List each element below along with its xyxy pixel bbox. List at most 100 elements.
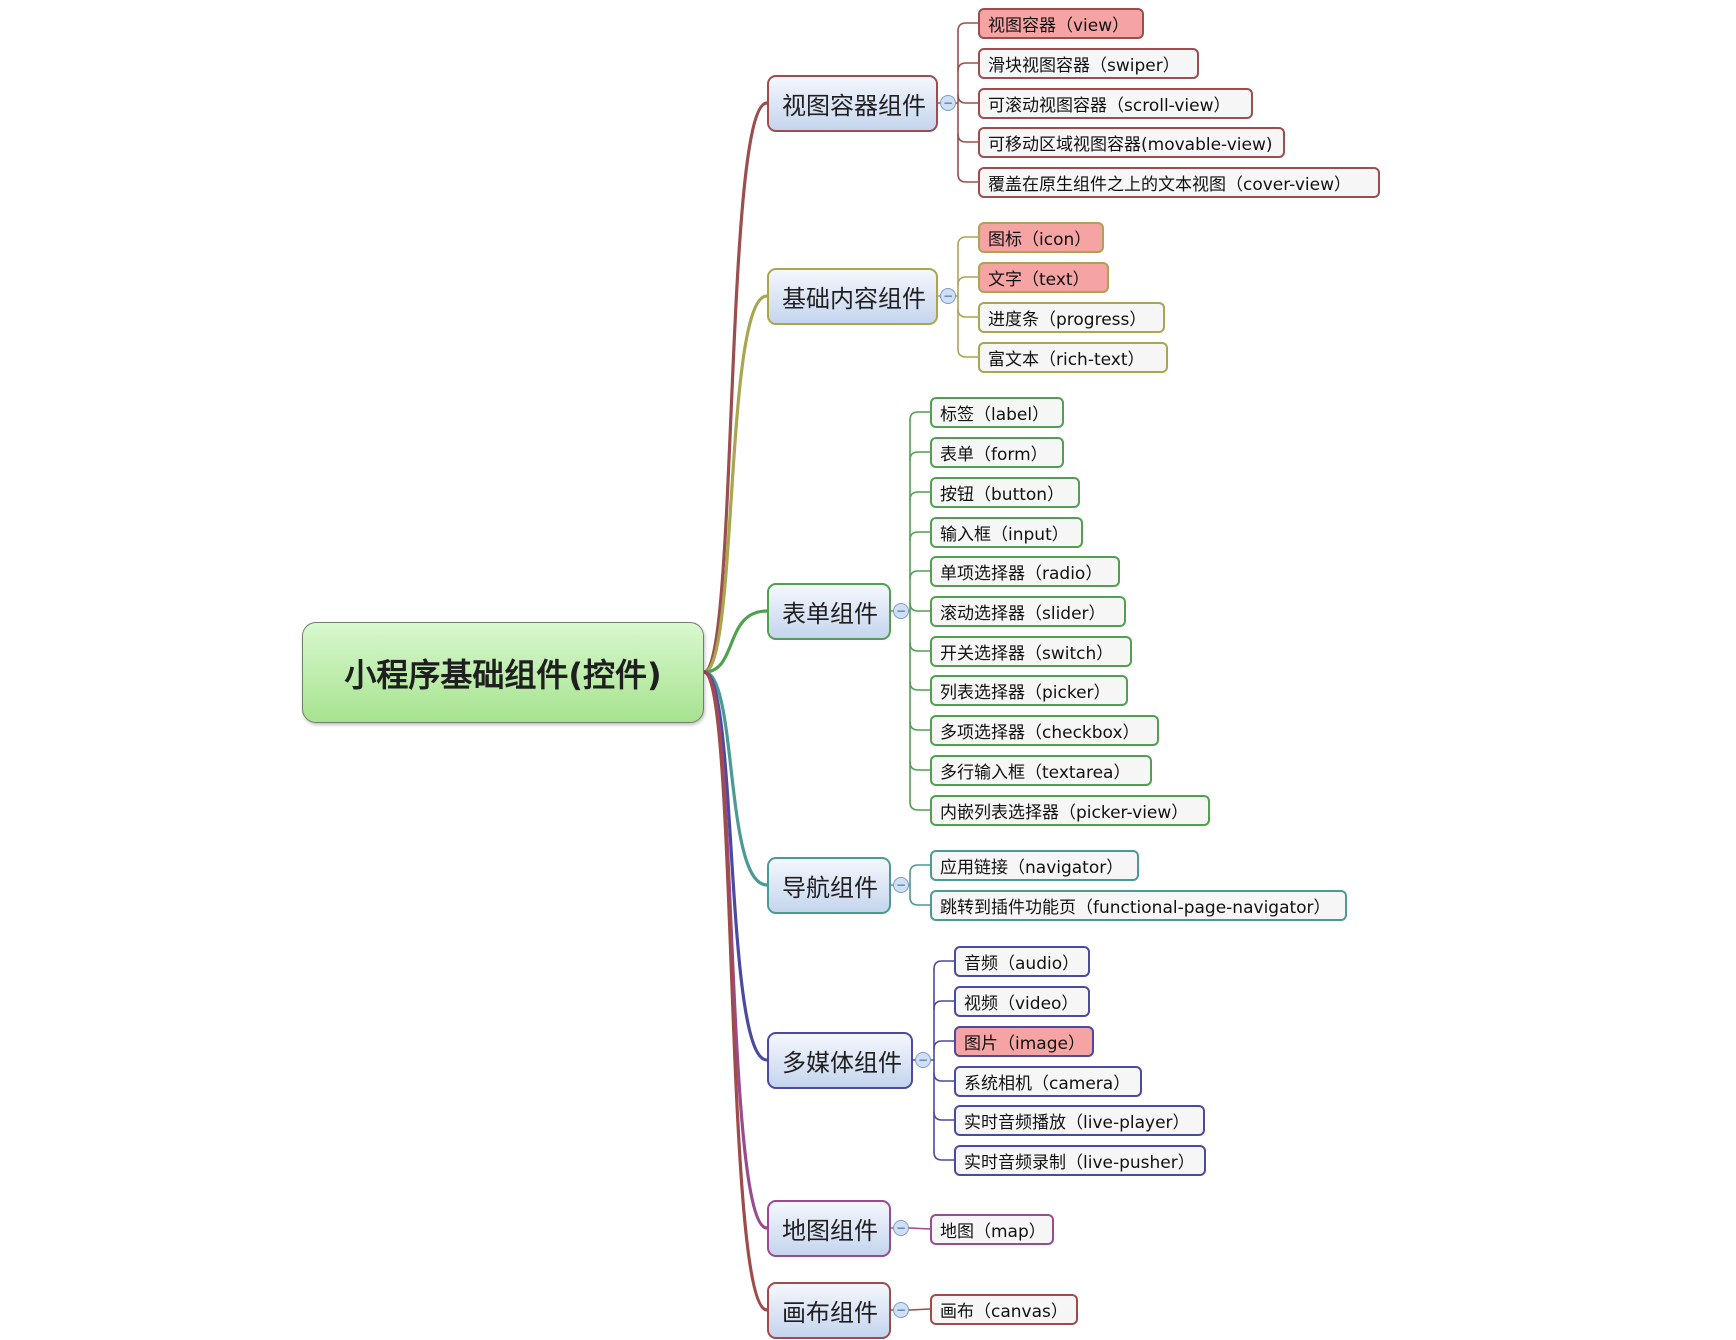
leaf-node[interactable]: 跳转到插件功能页（functional-page-navigator） xyxy=(930,890,1347,921)
leaf-node-label: 多行输入框（textarea） xyxy=(940,763,1131,783)
branch-node[interactable]: 地图组件 xyxy=(767,1200,891,1257)
branch-node-label: 画布组件 xyxy=(782,1299,878,1327)
leaf-node[interactable]: 画布（canvas） xyxy=(930,1294,1078,1325)
leaf-node-label: 图标（icon） xyxy=(988,230,1092,250)
leaf-node[interactable]: 可移动区域视图容器(movable-view) xyxy=(978,127,1285,158)
branch-node-label: 视图容器组件 xyxy=(782,92,926,120)
leaf-node[interactable]: 音频（audio） xyxy=(954,946,1090,977)
leaf-node-label: 单项选择器（radio） xyxy=(940,564,1103,584)
root-branch-connector xyxy=(702,670,769,1312)
leaf-connector xyxy=(909,801,931,811)
leaf-node-label: 可移动区域视图容器(movable-view) xyxy=(988,135,1273,155)
leaf-node[interactable]: 实时音频播放（live-player） xyxy=(954,1105,1205,1136)
leaf-connector xyxy=(957,236,979,246)
leaf-node[interactable]: 地图（map） xyxy=(930,1214,1054,1245)
leaf-node-label: 画布（canvas） xyxy=(940,1302,1068,1322)
leaf-connector xyxy=(957,22,979,32)
root-branch-connector xyxy=(702,101,769,674)
collapse-toggle-icon[interactable]: − xyxy=(893,1220,909,1236)
leaf-connector xyxy=(909,411,931,421)
leaf-node-label: 多项选择器（checkbox） xyxy=(940,723,1140,743)
root-node[interactable]: 小程序基础组件(控件) xyxy=(302,622,704,723)
leaf-node[interactable]: 表单（form） xyxy=(930,437,1064,468)
leaf-node[interactable]: 实时音频录制（live-pusher） xyxy=(954,1145,1206,1176)
leaf-connector xyxy=(909,451,931,461)
branch-node[interactable]: 画布组件 xyxy=(767,1282,891,1339)
collapse-toggle-icon[interactable]: − xyxy=(893,603,909,619)
leaf-node[interactable]: 富文本（rich-text） xyxy=(978,342,1168,373)
leaf-node-label: 滑块视图容器（swiper） xyxy=(988,56,1180,76)
leaf-node-label: 跳转到插件功能页（functional-page-navigator） xyxy=(940,898,1331,918)
leaf-connector xyxy=(957,62,979,72)
leaf-node[interactable]: 图标（icon） xyxy=(978,222,1104,253)
leaf-connector xyxy=(957,308,979,318)
leaf-node-label: 地图（map） xyxy=(940,1222,1046,1242)
leaf-connector xyxy=(957,94,979,104)
leaf-node[interactable]: 进度条（progress） xyxy=(978,302,1165,333)
leaf-node[interactable]: 视图容器（view） xyxy=(978,8,1144,39)
leaf-connector xyxy=(909,681,931,691)
leaf-node[interactable]: 视频（video） xyxy=(954,986,1090,1017)
leaf-node[interactable]: 滚动选择器（slider） xyxy=(930,596,1126,627)
leaf-connector xyxy=(933,1111,955,1121)
leaf-node[interactable]: 开关选择器（switch） xyxy=(930,636,1132,667)
leaf-connector xyxy=(909,896,931,906)
leaf-connector xyxy=(957,276,979,286)
branch-node-label: 导航组件 xyxy=(782,874,878,902)
leaf-node-label: 音频（audio） xyxy=(964,954,1080,974)
branch-node[interactable]: 基础内容组件 xyxy=(767,268,938,325)
branch-node[interactable]: 表单组件 xyxy=(767,583,891,640)
leaf-node[interactable]: 多项选择器（checkbox） xyxy=(930,715,1159,746)
leaf-connector xyxy=(933,1151,955,1161)
leaf-connector xyxy=(957,133,979,143)
branch-node-label: 地图组件 xyxy=(782,1217,878,1245)
root-branch-connector xyxy=(702,670,769,887)
leaf-node[interactable]: 标签（label） xyxy=(930,397,1064,428)
leaf-node[interactable]: 覆盖在原生组件之上的文本视图（cover-view） xyxy=(978,167,1380,198)
leaf-connector xyxy=(909,642,931,652)
leaf-connector xyxy=(909,761,931,771)
collapse-toggle-icon[interactable]: − xyxy=(940,288,956,304)
branch-node[interactable]: 导航组件 xyxy=(767,857,891,914)
leaf-node[interactable]: 滑块视图容器（swiper） xyxy=(978,48,1199,79)
leaf-node-label: 覆盖在原生组件之上的文本视图（cover-view） xyxy=(988,175,1351,195)
leaf-node-label: 滚动选择器（slider） xyxy=(940,604,1106,624)
leaf-node-label: 进度条（progress） xyxy=(988,310,1147,330)
leaf-node-label: 内嵌列表选择器（picker-view） xyxy=(940,803,1189,823)
leaf-node-label: 输入框（input） xyxy=(940,525,1069,545)
leaf-connector xyxy=(933,1000,955,1010)
leaf-node[interactable]: 文字（text） xyxy=(978,262,1109,293)
branch-node[interactable]: 多媒体组件 xyxy=(767,1032,913,1089)
leaf-connector xyxy=(957,348,979,358)
leaf-node[interactable]: 列表选择器（picker） xyxy=(930,675,1128,706)
leaf-node[interactable]: 内嵌列表选择器（picker-view） xyxy=(930,795,1210,826)
leaf-node[interactable]: 应用链接（navigator） xyxy=(930,850,1139,881)
leaf-node[interactable]: 图片（image） xyxy=(954,1026,1094,1057)
leaf-node-label: 可滚动视图容器（scroll-view） xyxy=(988,96,1231,116)
leaf-node-label: 开关选择器（switch） xyxy=(940,644,1114,664)
collapse-toggle-icon[interactable]: − xyxy=(940,95,956,111)
leaf-connector xyxy=(909,1227,931,1230)
collapse-toggle-icon[interactable]: − xyxy=(893,1302,909,1318)
leaf-node[interactable]: 系统相机（camera） xyxy=(954,1066,1142,1097)
collapse-toggle-icon[interactable]: − xyxy=(893,877,909,893)
branch-node-label: 表单组件 xyxy=(782,600,878,628)
branch-node[interactable]: 视图容器组件 xyxy=(767,75,938,132)
leaf-node[interactable]: 按钮（button） xyxy=(930,477,1080,508)
leaf-connector xyxy=(933,960,955,970)
leaf-connector xyxy=(909,721,931,731)
leaf-node[interactable]: 多行输入框（textarea） xyxy=(930,755,1152,786)
branch-node-label: 基础内容组件 xyxy=(782,285,926,313)
leaf-node[interactable]: 可滚动视图容器（scroll-view） xyxy=(978,88,1253,119)
collapse-toggle-icon[interactable]: − xyxy=(915,1052,931,1068)
leaf-node[interactable]: 输入框（input） xyxy=(930,517,1083,548)
leaf-node-label: 标签（label） xyxy=(940,405,1050,425)
leaf-node-label: 图片（image） xyxy=(964,1034,1085,1054)
leaf-node[interactable]: 单项选择器（radio） xyxy=(930,556,1120,587)
leaf-node-label: 文字（text） xyxy=(988,270,1090,290)
leaf-connector xyxy=(909,602,931,612)
leaf-node-label: 按钮（button） xyxy=(940,485,1065,505)
branch-node-label: 多媒体组件 xyxy=(782,1049,902,1077)
leaf-connector xyxy=(909,570,931,580)
